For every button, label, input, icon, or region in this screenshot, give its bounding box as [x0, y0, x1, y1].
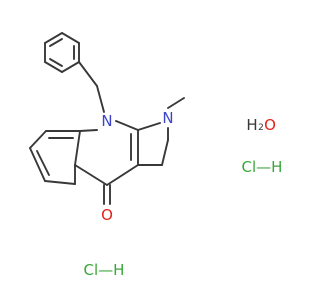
bond: [167, 97, 185, 109]
chemical-structure-diagram: N N O H O 2 Cl—H Cl—H: [29, 32, 283, 279]
nitrogen-label: N: [162, 109, 173, 127]
bond: [106, 164, 139, 186]
bond: [49, 58, 63, 67]
nitrogen-label: N: [101, 112, 112, 130]
bond: [78, 61, 98, 87]
bond: [44, 61, 63, 73]
bond: [61, 61, 80, 73]
water-oxygen: O: [264, 116, 276, 134]
water-subscript: 2: [258, 123, 264, 133]
water-molecule: H O 2: [246, 116, 276, 134]
bond: [29, 130, 47, 149]
bond: [49, 38, 63, 47]
bond: [161, 139, 169, 166]
bond: [115, 120, 139, 131]
bond: [44, 180, 76, 185]
bond: [79, 129, 98, 132]
bond: [36, 150, 50, 176]
water-hydrogen: H: [246, 116, 257, 134]
bond-lines: [29, 32, 185, 205]
bond: [74, 130, 81, 166]
bond: [44, 32, 63, 44]
bond: [61, 32, 80, 44]
oxygen-label: O: [101, 206, 113, 224]
atom-labels: N N O: [101, 109, 174, 224]
bond: [137, 122, 161, 131]
hcl-right: Cl—H: [242, 158, 283, 176]
bond: [96, 85, 105, 113]
bond: [74, 164, 108, 186]
bond: [29, 147, 46, 182]
hcl-bottom: Cl—H: [84, 261, 125, 279]
